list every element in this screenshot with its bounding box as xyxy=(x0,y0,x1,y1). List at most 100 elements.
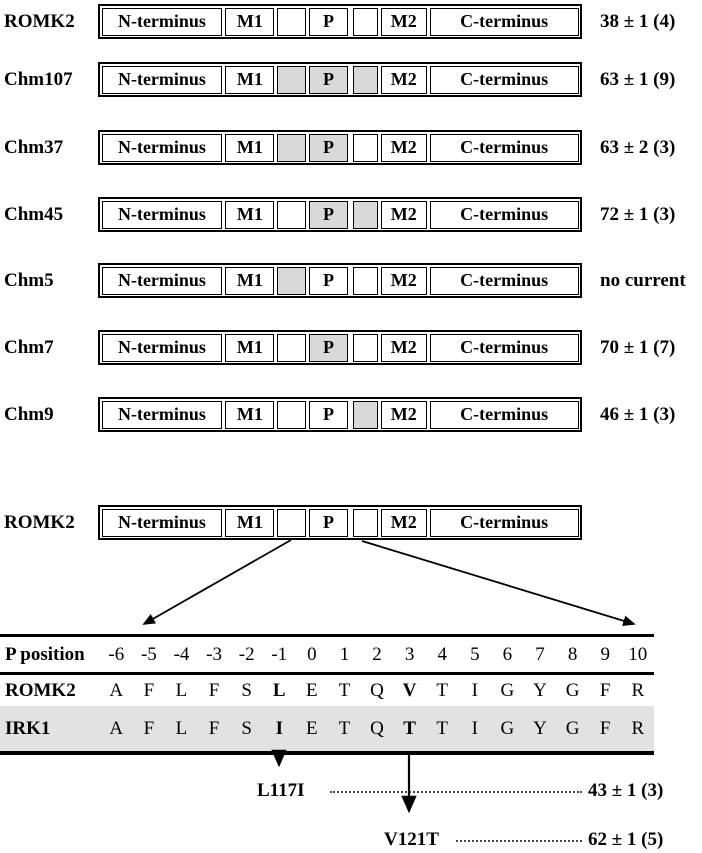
current-value: 70 ± 1 (7) xyxy=(600,337,676,358)
sequence-cell: L xyxy=(272,680,286,701)
channel-diagram: N-terminus M1 P M2 C-terminus xyxy=(98,505,582,540)
romk2-sequence-label: ROMK2 xyxy=(5,680,76,701)
linker1-segment xyxy=(277,508,307,537)
sequence-cell: F xyxy=(599,680,611,701)
p-segment: P xyxy=(309,333,348,362)
c-terminus-segment: C-terminus xyxy=(429,133,579,162)
sequence-cell: F xyxy=(599,718,611,739)
n-terminus-segment: N-terminus xyxy=(101,65,223,94)
construct-row-chm107: Chm107 N-terminus M1 P M2 C-terminus 63 … xyxy=(0,62,702,97)
sequence-cell: -3 xyxy=(206,644,222,665)
n-terminus-segment: N-terminus xyxy=(101,508,223,537)
sequence-cell: G xyxy=(565,680,580,701)
sequence-cell: 3 xyxy=(404,644,415,665)
c-terminus-segment: C-terminus xyxy=(429,508,579,537)
sequence-cell: 1 xyxy=(339,644,350,665)
c-terminus-segment: C-terminus xyxy=(429,65,579,94)
sequence-cell: A xyxy=(109,718,124,739)
sequence-cell: -1 xyxy=(271,644,288,665)
m2-segment: M2 xyxy=(380,400,427,429)
m2-segment: M2 xyxy=(380,508,427,537)
p-segment: P xyxy=(309,508,348,537)
sequence-cell: S xyxy=(241,718,252,739)
construct-row-romk2: ROMK2 N-terminus M1 P M2 C-terminus 38 ±… xyxy=(0,4,702,39)
c-terminus-segment: C-terminus xyxy=(429,200,579,229)
mutation-value-v121t: 62 ± 1 (5) xyxy=(588,829,664,850)
m2-segment: M2 xyxy=(380,133,427,162)
sequence-cell: 4 xyxy=(437,644,447,665)
sequence-cell: I xyxy=(275,718,283,739)
sequence-cell: -2 xyxy=(238,644,255,665)
current-value: 63 ± 2 (3) xyxy=(600,137,676,158)
c-terminus-segment: C-terminus xyxy=(429,400,579,429)
n-terminus-segment: N-terminus xyxy=(101,400,223,429)
m1-segment: M1 xyxy=(225,200,275,229)
m1-segment: M1 xyxy=(225,7,275,36)
sequence-cell: 8 xyxy=(567,644,578,665)
sequence-cell: T xyxy=(436,718,449,739)
sequence-cell: G xyxy=(500,680,515,701)
m2-segment: M2 xyxy=(380,200,427,229)
sequence-cell: R xyxy=(631,718,645,739)
n-terminus-segment: N-terminus xyxy=(101,7,223,36)
sequence-cell: G xyxy=(500,718,515,739)
dotted-leader xyxy=(456,840,582,842)
sequence-cell: T xyxy=(338,718,351,739)
linker1-segment xyxy=(277,333,307,362)
m1-segment: M1 xyxy=(225,508,275,537)
construct-row-chm7: Chm7 N-terminus M1 P M2 C-terminus 70 ± … xyxy=(0,330,702,365)
sequence-cell: -4 xyxy=(173,644,190,665)
sequence-cell: A xyxy=(109,680,124,701)
sequence-cell: 7 xyxy=(535,644,545,665)
m2-segment: M2 xyxy=(380,7,427,36)
sequence-cell: 10 xyxy=(628,644,648,665)
construct-label: ROMK2 xyxy=(4,11,75,32)
sequence-cell: F xyxy=(143,718,155,739)
sequence-cell: F xyxy=(208,680,220,701)
sequence-cell: F xyxy=(208,718,220,739)
mutation-label-v121t: V121T xyxy=(384,829,439,850)
channel-diagram: N-terminus M1 P M2 C-terminus xyxy=(98,197,582,232)
linker1-segment xyxy=(277,266,307,295)
construct-label: Chm37 xyxy=(4,137,64,158)
mutation-label-l117i: L117I xyxy=(257,780,305,801)
construct-row-chm37: Chm37 N-terminus M1 P M2 C-terminus 63 ±… xyxy=(0,130,702,165)
c-terminus-segment: C-terminus xyxy=(429,266,579,295)
linker2-segment xyxy=(352,266,378,295)
channel-diagram: N-terminus M1 P M2 C-terminus xyxy=(98,263,582,298)
sequence-cell: T xyxy=(338,680,351,701)
current-value: 38 ± 1 (4) xyxy=(600,11,676,32)
linker2-segment xyxy=(352,133,378,162)
dotted-leader xyxy=(330,791,582,793)
p-segment: P xyxy=(309,400,348,429)
sequence-cell: E xyxy=(306,680,318,701)
m1-segment: M1 xyxy=(225,400,275,429)
m2-segment: M2 xyxy=(380,333,427,362)
construct-label: ROMK2 xyxy=(4,512,75,533)
table-bottom-rule xyxy=(0,751,654,755)
p-segment: P xyxy=(309,65,348,94)
sequence-cell: Y xyxy=(533,680,547,701)
table-mid-rule xyxy=(0,672,654,675)
sequence-cell: Q xyxy=(370,718,384,739)
sequence-cell: Y xyxy=(533,718,547,739)
sequence-cell: Q xyxy=(370,680,384,701)
sequence-cell: L xyxy=(175,680,188,701)
sequence-cell: V xyxy=(402,680,417,701)
p-segment: P xyxy=(309,7,348,36)
channel-diagram: N-terminus M1 P M2 C-terminus xyxy=(98,62,582,97)
sequence-cell: R xyxy=(631,680,645,701)
current-value: 63 ± 1 (9) xyxy=(600,69,676,90)
sequence-cell: S xyxy=(241,680,252,701)
c-terminus-segment: C-terminus xyxy=(429,333,579,362)
sequence-cell: 6 xyxy=(502,644,513,665)
p-segment: P xyxy=(309,133,348,162)
sequence-cell: I xyxy=(471,680,478,701)
linker2-segment xyxy=(352,508,378,537)
